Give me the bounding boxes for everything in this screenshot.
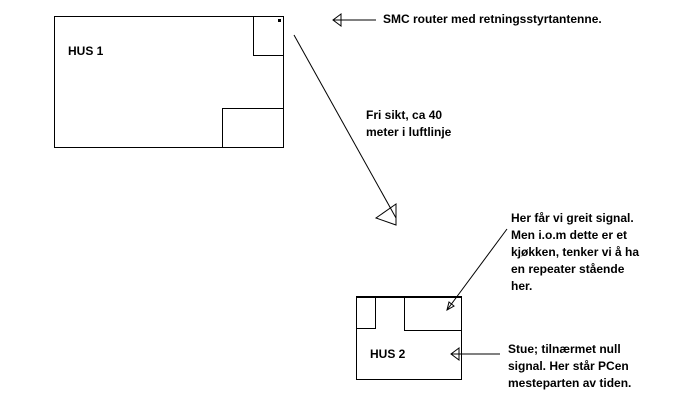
kitchen-note-line: Men i.o.m dette er et bbox=[511, 228, 628, 242]
line-of-sight-line: Fri sikt, ca 40 bbox=[366, 108, 443, 122]
line-of-sight-note: Fri sikt, ca 40 meter i luftlinje bbox=[366, 107, 451, 141]
house-1-outline bbox=[54, 16, 284, 148]
router-note: SMC router med retningsstyrtantenne. bbox=[383, 12, 602, 26]
kitchen-pointer-arrow bbox=[446, 228, 508, 312]
router-dot bbox=[278, 19, 281, 22]
house-2-label: HUS 2 bbox=[370, 347, 406, 361]
router-pointer-arrow bbox=[332, 13, 376, 27]
living-room-note: Stue; tilnærmet null signal. Her står PC… bbox=[508, 341, 631, 392]
kitchen-note-line: en repeater stående bbox=[511, 262, 625, 276]
house-2-small-room bbox=[356, 297, 376, 329]
kitchen-note-line: kjøkken, tenker vi å ha bbox=[511, 245, 640, 259]
kitchen-note-line: her. bbox=[511, 279, 533, 293]
living-room-note-line: Stue; tilnærmet null bbox=[508, 342, 621, 356]
router-room bbox=[253, 16, 284, 56]
kitchen-room bbox=[404, 297, 462, 331]
line-of-sight-line: meter i luftlinje bbox=[366, 125, 452, 139]
living-room-pointer-arrow bbox=[450, 347, 500, 361]
kitchen-note-line: Her får vi greit signal. bbox=[511, 211, 634, 225]
kitchen-note: Her får vi greit signal. Men i.o.m dette… bbox=[511, 210, 639, 295]
house-1-label: HUS 1 bbox=[68, 44, 104, 58]
signal-path-arrow bbox=[293, 34, 397, 226]
house-2-outline bbox=[356, 297, 462, 380]
living-room-note-line: signal. Her står PCen bbox=[508, 359, 629, 373]
living-room-note-line: mesteparten av tiden. bbox=[508, 376, 632, 390]
house-1-corner-room bbox=[222, 108, 284, 148]
